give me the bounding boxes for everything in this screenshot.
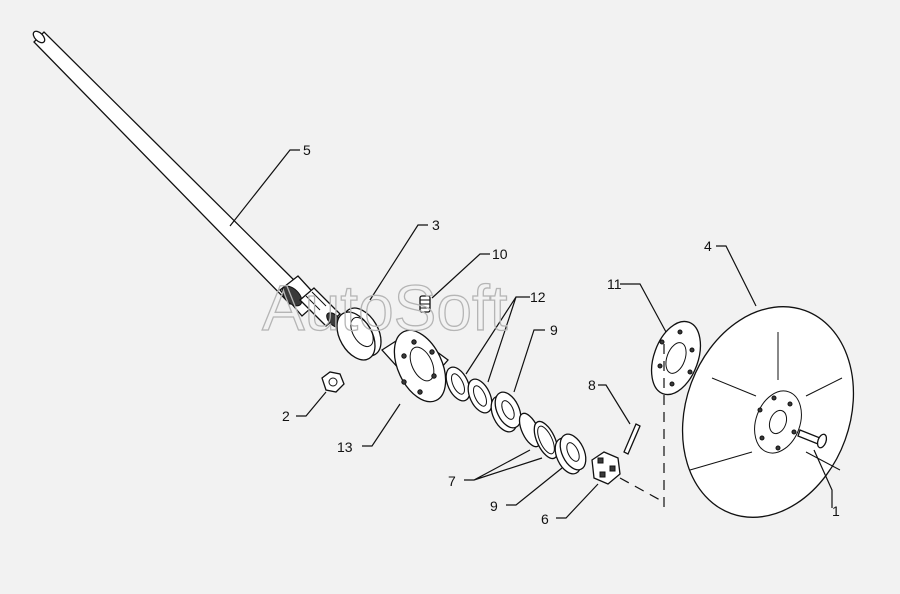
- callout-7: 7: [448, 473, 456, 489]
- callout-10: 10: [492, 246, 508, 262]
- axle-shaft: [32, 30, 342, 328]
- seal-rings: [445, 366, 493, 414]
- hex-nut: [321, 371, 345, 393]
- callout-5: 5: [303, 142, 311, 158]
- collar-ring: [336, 307, 382, 361]
- grease-fitting: [419, 295, 431, 313]
- callout-9-lower: 9: [490, 498, 498, 514]
- flange-plate: [650, 320, 702, 396]
- callout-6: 6: [541, 511, 549, 527]
- callout-labels: 5 3 10 12 9 11 4 8 7 9 6 1 2 13: [282, 142, 840, 527]
- leader-lines: [229, 149, 833, 519]
- wheel-hub: [381, 329, 449, 403]
- cotter-pin: [623, 423, 641, 455]
- watermark-logo: AutoSoft: [262, 272, 508, 344]
- spacer-rings: [518, 412, 559, 460]
- callout-1: 1: [832, 503, 840, 519]
- castle-nut: [591, 451, 621, 485]
- callout-9-upper: 9: [550, 322, 558, 338]
- callout-11: 11: [607, 276, 622, 292]
- disc-blade: [681, 306, 855, 518]
- callout-8: 8: [588, 377, 596, 393]
- callout-12: 12: [530, 289, 546, 305]
- bolt: [797, 429, 828, 449]
- callout-13: 13: [337, 439, 353, 455]
- callout-2: 2: [282, 408, 290, 424]
- callout-4: 4: [704, 238, 712, 254]
- bearing-inner: [490, 391, 522, 433]
- assembly-axis-lines: [619, 344, 665, 510]
- callout-3: 3: [432, 217, 440, 233]
- bearing-outer: [554, 433, 587, 475]
